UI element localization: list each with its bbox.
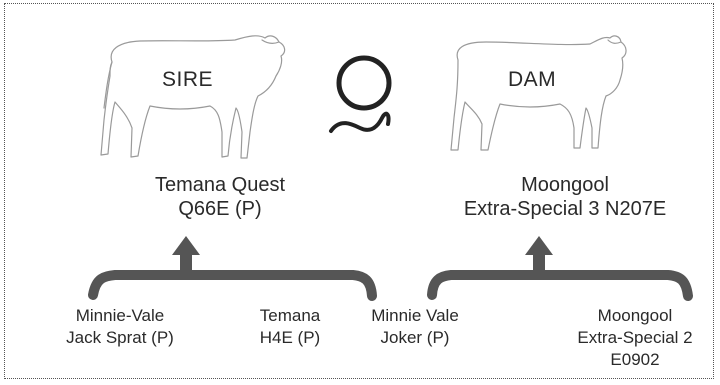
sire-name-line1: Temana Quest bbox=[154, 174, 286, 196]
sire-name-line2: Q66E (P) bbox=[178, 198, 262, 220]
dam-bracket-arrow bbox=[427, 236, 693, 301]
dam-cow-illustration bbox=[450, 35, 627, 151]
sire-parent-right-line2: H4E (P) bbox=[259, 328, 321, 347]
dam-name-line1: Moongool bbox=[521, 174, 609, 196]
sire-parent-right: Temana H4E (P) bbox=[245, 305, 335, 349]
dam-parent-left-line2: Joker (P) bbox=[380, 328, 450, 347]
dam-name-line2: Extra-Special 3 N207E bbox=[463, 198, 667, 220]
sire-label: SIRE bbox=[162, 68, 214, 91]
sire-bracket-arrow bbox=[88, 236, 377, 301]
dam-parent-left-line1: Minnie Vale bbox=[371, 306, 459, 325]
sire-parent-right-line1: Temana bbox=[259, 306, 321, 325]
diagram-frame bbox=[4, 3, 714, 379]
dam-name: Moongool Extra-Special 3 N207E bbox=[440, 173, 690, 221]
dam-label: DAM bbox=[508, 68, 557, 91]
sire-parent-left: Minnie-Vale Jack Sprat (P) bbox=[40, 305, 200, 349]
sire-cow-illustration bbox=[100, 35, 286, 159]
polled-symbol-icon bbox=[329, 55, 392, 133]
sire-parent-left-line1: Minnie-Vale bbox=[75, 306, 165, 325]
sire-parent-left-line2: Jack Sprat (P) bbox=[66, 328, 174, 347]
dam-parent-left: Minnie Vale Joker (P) bbox=[360, 305, 470, 349]
dam-parent-right-line3: E0902 bbox=[610, 350, 660, 369]
sire-name: Temana Quest Q66E (P) bbox=[110, 173, 330, 221]
dam-parent-right: Moongool Extra-Special 2 E0902 bbox=[560, 305, 710, 371]
dam-parent-right-line2: Extra-Special 2 bbox=[577, 328, 693, 347]
dam-parent-right-line1: Moongool bbox=[597, 306, 673, 325]
